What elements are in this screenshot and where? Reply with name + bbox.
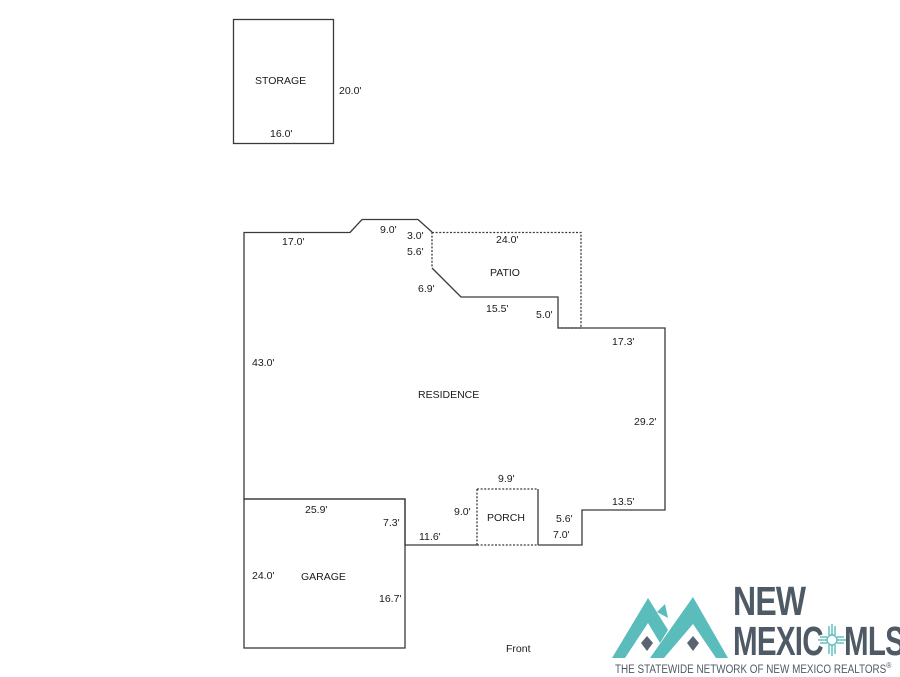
logo-tagline: THE STATEWIDE NETWORK OF NEW MEXICO REAL…	[615, 659, 891, 677]
patio-width-dimension: 24.0'	[496, 234, 519, 246]
storage-outline	[232, 18, 335, 145]
dim-right-top: 17.3'	[612, 336, 635, 348]
storage-label: STORAGE	[255, 75, 307, 87]
garage-label: GARAGE	[301, 571, 346, 583]
mountain-logo-icon	[612, 597, 728, 658]
garage-left-dimension: 24.0'	[252, 570, 275, 582]
garage-top-dimension: 25.9'	[305, 504, 328, 516]
storage-width-dimension: 16.0'	[270, 128, 293, 140]
registered-mark: ®	[886, 661, 892, 670]
garage-right-lower-dimension: 16.7'	[379, 593, 402, 605]
dim-patio-bottom: 15.5'	[486, 303, 509, 315]
dim-bottom-right-base: 7.0'	[553, 529, 570, 541]
residence-label: RESIDENCE	[418, 389, 480, 401]
front-orientation-label: Front	[506, 643, 531, 655]
dim-bottom-left-base: 11.6'	[419, 531, 441, 543]
storage-depth-dimension: 20.0'	[339, 85, 362, 97]
logo-tagline-text: THE STATEWIDE NETWORK OF NEW MEXICO REAL…	[615, 663, 887, 676]
dim-patio-step: 5.0'	[536, 309, 553, 321]
dim-top-left: 17.0'	[282, 236, 305, 248]
dim-angled-short: 3.0'	[407, 230, 424, 242]
logo-text-new: NEW	[733, 578, 806, 624]
dim-right-side: 29.2'	[634, 416, 657, 428]
garage-right-upper-dimension: 7.3'	[383, 517, 400, 529]
residence-outline-left	[243, 218, 477, 546]
dim-bottom-right-notch: 5.6'	[556, 513, 573, 525]
logo-text-mexic: MEXIC	[733, 618, 824, 664]
garage-outline	[243, 498, 406, 649]
dim-porch-side: 9.0'	[454, 506, 471, 518]
porch-width-dimension: 9.9'	[498, 473, 515, 485]
dim-top-bump: 9.0'	[380, 224, 397, 236]
logo-text-mls: MLS	[844, 618, 900, 664]
dim-bottom-right-step: 13.5'	[612, 496, 635, 508]
dim-left-side: 43.0'	[252, 357, 275, 369]
porch-label: PORCH	[487, 512, 525, 524]
residence-outline	[431, 267, 666, 546]
patio-outline	[432, 231, 582, 329]
patio-label: PATIO	[490, 267, 520, 279]
zia-sun-icon	[818, 624, 846, 656]
dim-patio-side: 5.6'	[407, 246, 424, 258]
dim-patio-diagonal: 6.9'	[418, 283, 435, 295]
